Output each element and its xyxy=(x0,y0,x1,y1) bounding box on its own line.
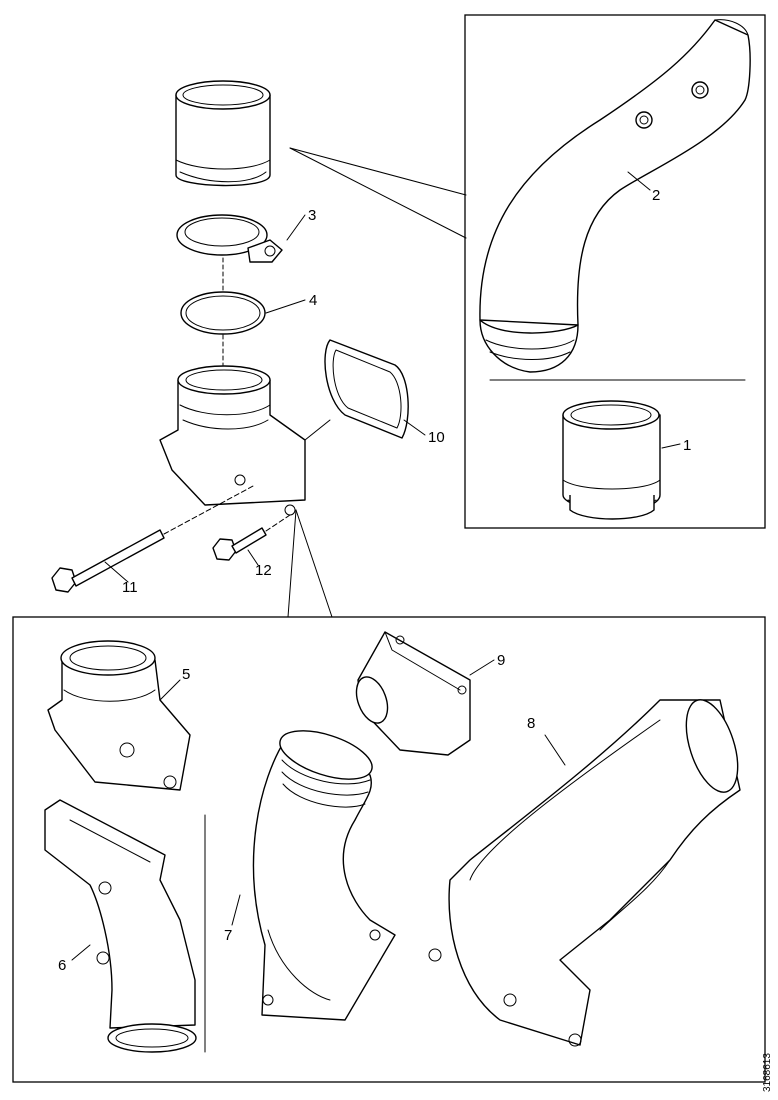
callout-3: 3 xyxy=(308,207,316,224)
part-1-sleeve xyxy=(562,400,681,520)
callout-4: 4 xyxy=(309,292,317,309)
callout-1: 1 xyxy=(683,437,691,454)
callout-7: 7 xyxy=(224,927,232,944)
part-5-elbow xyxy=(47,640,191,791)
callout-8: 8 xyxy=(527,715,535,732)
top-pipe-section xyxy=(175,80,271,187)
part-10-gasket xyxy=(324,339,426,439)
callout-5: 5 xyxy=(182,666,190,683)
inset-frame-top-right xyxy=(289,14,766,529)
part-7-bellows-bend xyxy=(231,730,396,1021)
inset-frame-bottom xyxy=(12,509,766,1083)
callout-11: 11 xyxy=(122,579,138,596)
callout-6: 6 xyxy=(58,957,66,974)
callout-2: 2 xyxy=(652,187,660,204)
part-8-manifold-pipe xyxy=(428,699,741,1047)
part-6-elbow-flange xyxy=(44,799,206,1053)
outlet-elbow-housing xyxy=(159,365,331,516)
callout-12: 12 xyxy=(255,562,272,579)
callout-10: 10 xyxy=(428,429,445,446)
part-3-clamp xyxy=(176,214,306,263)
part-4-o-ring xyxy=(180,291,306,335)
part-9-flange-adapter xyxy=(355,631,495,756)
part-11-long-bolt xyxy=(51,484,256,593)
callout-9: 9 xyxy=(497,652,505,669)
part-12-short-bolt xyxy=(212,514,291,566)
drawing-code: 3168613 xyxy=(762,1053,773,1092)
part-2-bent-pipe xyxy=(479,19,751,373)
